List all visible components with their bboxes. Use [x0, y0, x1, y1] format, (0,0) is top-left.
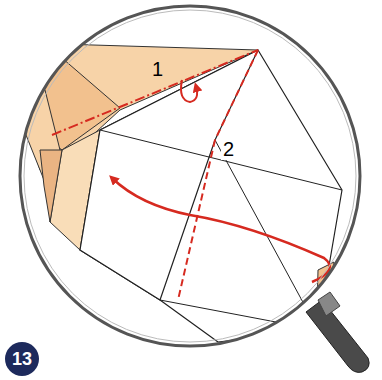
callout-number: 1: [150, 58, 165, 80]
step-number: 13: [5, 342, 39, 376]
callout-number: 2: [221, 138, 236, 160]
